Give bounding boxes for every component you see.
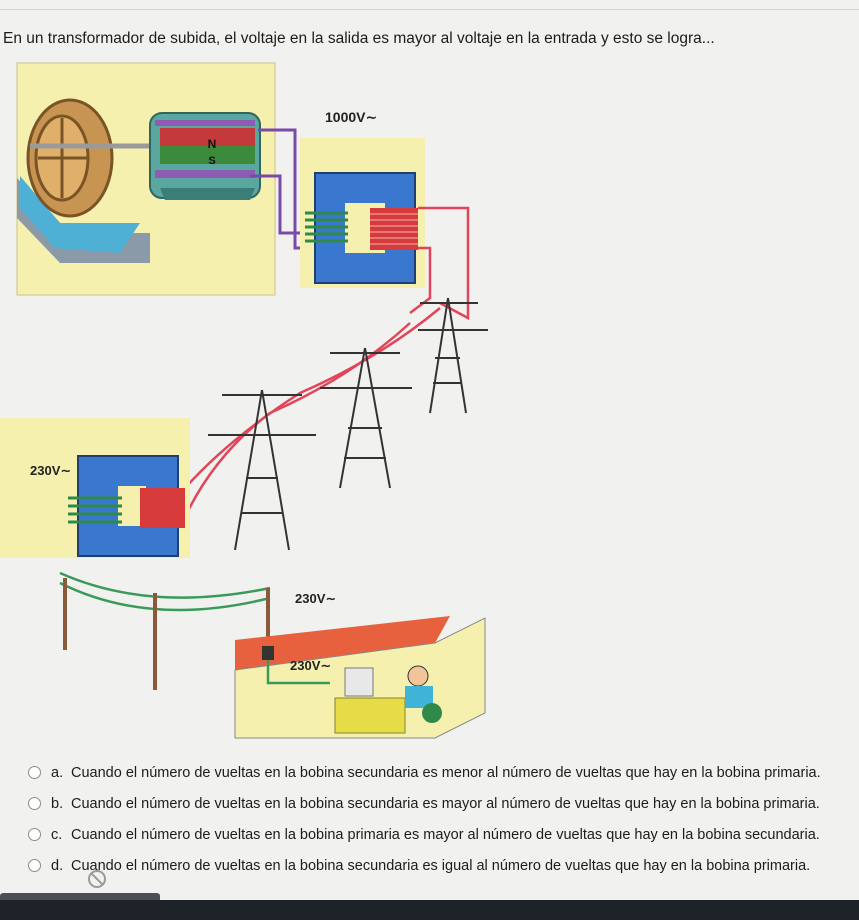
option-c-text: Cuando el número de vueltas en la bobina… [71,826,820,843]
magnet-s-label: S [208,155,215,167]
option-a[interactable]: a. Cuando el número de vueltas en la bob… [28,760,859,785]
option-c[interactable]: c. Cuando el número de vueltas en la bob… [28,822,859,847]
option-b[interactable]: b. Cuando el número de vueltas en la bob… [28,791,859,816]
voltage-high-label: 1000V∼ [325,109,377,125]
tower-3 [208,389,316,551]
option-d-letter: d. [51,857,64,874]
desk [334,697,406,734]
voltage-house-label: 230V∼ [290,658,331,673]
computer [344,667,374,697]
tower-2 [320,347,412,489]
magnet-north [160,128,255,146]
water-flow [20,176,140,253]
meter [262,646,274,660]
option-a-text: Cuando el número de vueltas en la bobina… [71,764,821,781]
question-text: En un transformador de subida, el voltaj… [3,30,715,47]
radio-c[interactable] [28,828,41,841]
person-head [407,665,429,687]
voltage-line-label: 230V∼ [295,591,336,606]
power-distribution-illustration: N S 1000V∼ 230V∼ [0,62,488,739]
tower-1 [418,297,488,414]
option-b-text: Cuando el número de vueltas en la bobina… [71,795,820,812]
option-a-letter: a. [51,764,64,781]
radio-a[interactable] [28,766,41,779]
option-d[interactable]: d. Cuando el número de vueltas en la bob… [28,853,859,878]
substation-secondary-coil [140,488,185,528]
taskbar [0,900,859,920]
house-roof [235,616,450,670]
magnet-n-label: N [208,137,217,151]
secondary-coil [370,208,418,250]
radio-b[interactable] [28,797,41,810]
radio-d[interactable] [28,859,41,872]
option-d-text: Cuando el número de vueltas en la bobina… [71,857,811,874]
taskbar-tab[interactable] [0,893,160,901]
primary-coil [305,211,348,243]
not-allowed-cursor-icon [88,870,106,888]
option-b-letter: b. [51,795,64,812]
voltage-substation-label: 230V∼ [30,463,71,478]
person-body [405,686,433,708]
option-c-letter: c. [51,826,63,843]
magnet-south [160,146,255,164]
substation-primary-coil [68,496,122,524]
top-divider [0,9,859,10]
answer-options: a. Cuando el número de vueltas en la bob… [28,760,859,884]
